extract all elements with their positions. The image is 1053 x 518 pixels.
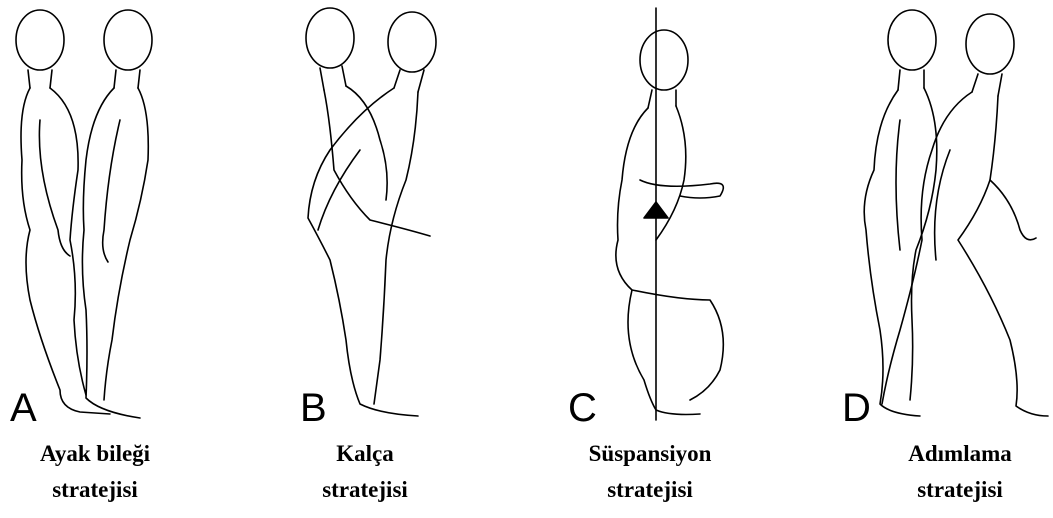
caption-ankle-strategy: Ayak bileği stratejisi — [0, 436, 190, 508]
caption-line-2: stratejisi — [0, 472, 190, 508]
figure-upright — [306, 8, 430, 236]
figure-upright — [16, 10, 110, 414]
figure-upright — [864, 10, 937, 416]
panel-letter-a: A — [10, 388, 37, 428]
center-of-mass-triangle-icon — [644, 202, 668, 218]
caption-line-1: Adımlama — [880, 436, 1040, 472]
caption-line-2: stratejisi — [880, 472, 1040, 508]
caption-line-2: stratejisi — [550, 472, 750, 508]
caption-line-1: Ayak bileği — [0, 436, 190, 472]
panel-letter-c: C — [568, 388, 597, 428]
figure-stepping — [882, 14, 1048, 416]
caption-line-1: Süspansiyon — [550, 436, 750, 472]
panel-letter-d: D — [842, 388, 871, 428]
ankle-strategy-figure — [0, 0, 220, 430]
caption-stepping-strategy: Adımlama stratejisi — [880, 436, 1040, 508]
panel-stepping-strategy: D Adımlama stratejisi — [840, 0, 1053, 518]
panel-hip-strategy: B Kalça stratejisi — [290, 0, 480, 518]
panel-ankle-strategy: A Ayak bileği stratejisi — [0, 0, 220, 518]
figure-bending — [308, 12, 436, 416]
figure-leaning — [82, 10, 152, 418]
stepping-strategy-figure — [840, 0, 1053, 430]
panel-suspension-strategy: C Süspansiyon stratejisi — [560, 0, 760, 518]
caption-line-2: stratejisi — [280, 472, 450, 508]
panel-letter-b: B — [300, 388, 327, 428]
caption-suspension-strategy: Süspansiyon stratejisi — [550, 436, 750, 508]
suspension-strategy-figure — [560, 0, 760, 430]
caption-line-1: Kalça — [280, 436, 450, 472]
figure-crouching — [616, 30, 723, 415]
hip-strategy-figure — [290, 0, 480, 430]
caption-hip-strategy: Kalça stratejisi — [280, 436, 450, 508]
